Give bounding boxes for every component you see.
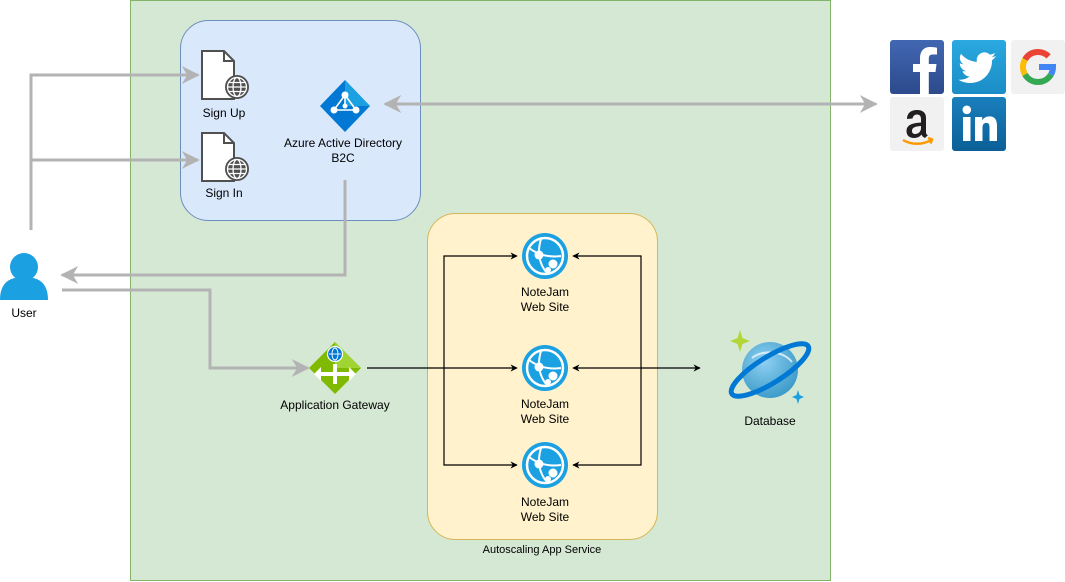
web-site-label-2-line1: NoteJam [520,397,570,411]
connector-database-to-site-3 [572,368,642,469]
web-site-label-1-line2: Web Site [520,300,570,314]
linkedin-icon [952,97,1006,151]
app-service-label: Autoscaling App Service [482,544,602,556]
google-icon [1011,40,1065,94]
azure-ad-b2c-label-line2: B2C [331,151,355,165]
connector-b2c-to-user [60,180,347,284]
web-site-icon-2 [522,345,568,391]
web-site-icon-1 [522,233,568,279]
user-icon [0,253,48,300]
user-label: User [11,306,37,320]
sign-up-label: Sign Up [202,106,246,120]
amazon-icon [890,97,944,151]
facebook-icon [890,40,944,94]
application-gateway-label: Application Gateway [280,398,390,412]
sign-up-doc-icon [201,50,249,100]
application-gateway-icon [309,342,361,394]
connector-user-to-gateway [62,288,310,377]
web-site-label-3-line2: Web Site [520,510,570,524]
web-site-icon-3 [522,442,568,488]
web-site-label-3-line1: NoteJam [520,495,570,509]
connectors-gray [29,66,878,377]
connector-gateway-to-site-3 [443,368,518,469]
web-site-label-2-line2: Web Site [520,412,570,426]
twitter-icon [952,40,1006,94]
web-site-label-1-line1: NoteJam [520,285,570,299]
connector-database-to-site-1 [572,252,642,368]
azure-ad-b2c-label-line1: Azure Active Directory [283,136,403,150]
azure-ad-b2c-icon [320,80,370,132]
sign-in-label: Sign In [205,186,243,200]
cosmos-db-icon [728,330,812,404]
connector-user-to-signup [29,66,200,230]
database-label: Database [744,414,796,428]
connector-gateway-to-site-1 [443,252,518,368]
connectors-black [367,252,701,469]
sign-in-doc-icon [201,132,249,182]
